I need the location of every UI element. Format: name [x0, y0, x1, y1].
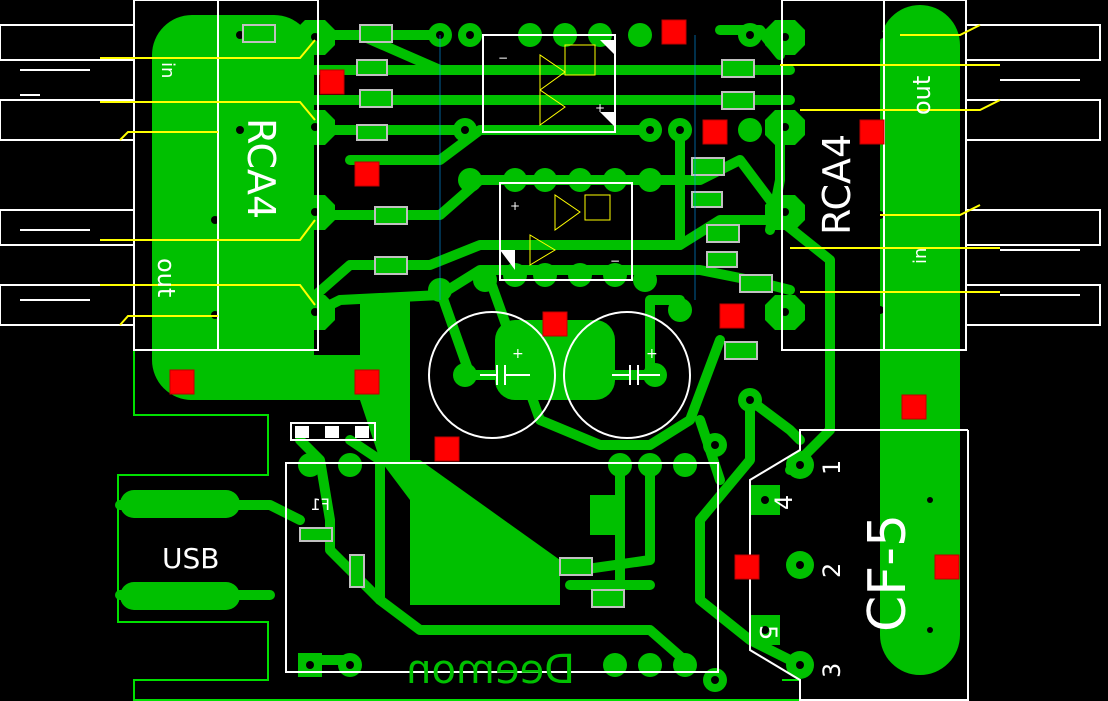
- pin-4-label: 4: [770, 495, 798, 510]
- rca-label-right: RCA4: [815, 134, 859, 235]
- reference-lines: [439, 35, 696, 300]
- vias: [169, 19, 960, 580]
- ic-minus-label-2: −: [610, 254, 620, 268]
- ic-pin1-markers: [500, 40, 615, 270]
- copper-pours: [152, 5, 960, 675]
- usb-pads: [120, 490, 240, 610]
- ic-plus-label-2: +: [510, 199, 520, 213]
- jumper-wires: [100, 24, 1001, 326]
- ic-minus-label: −: [498, 51, 508, 65]
- out-label-right: out: [908, 76, 936, 115]
- rca-label-left: RCA4: [239, 118, 283, 219]
- capacitor-plus-label: +: [512, 346, 524, 362]
- author-label: Deemon: [406, 647, 575, 693]
- fuse-label: F1: [311, 495, 330, 514]
- in-label-right: in: [910, 248, 931, 264]
- pin-3-label: 3: [818, 663, 846, 678]
- usb-label: USB: [162, 542, 219, 575]
- capacitor-plus-label-2: +: [646, 346, 658, 362]
- pin-1-label: 1: [818, 460, 846, 475]
- pin-5-label: 5: [754, 625, 782, 640]
- jumper-pads: [295, 426, 369, 438]
- capacitor-symbols: [480, 365, 660, 385]
- smd-components: [242, 24, 773, 608]
- pin-2-label: 2: [818, 563, 846, 578]
- connector-label: CF-5: [858, 514, 918, 632]
- in-label-left: in: [157, 62, 178, 78]
- ic-plus-label: +: [595, 101, 605, 115]
- out-label-left: out: [152, 258, 180, 297]
- ic-internals: [529, 44, 611, 266]
